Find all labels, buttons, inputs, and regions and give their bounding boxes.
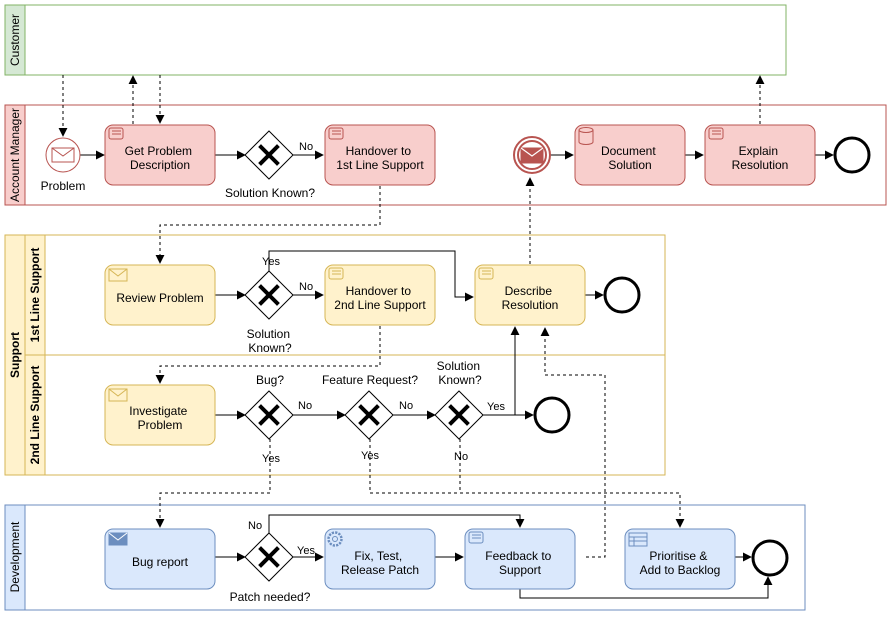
task-fix: Fix, Test, Release Patch	[324, 528, 436, 590]
msg-handover-2nd-to-investigate	[155, 326, 381, 384]
manual-task-icon	[708, 127, 724, 140]
task-feedback-label: Feedback to Support	[485, 549, 554, 577]
label-yes: Yes	[297, 545, 315, 557]
task-handover-2nd-label: Handover to 2nd Line Support	[334, 284, 426, 312]
gateway-patch-needed-label: Patch needed?	[230, 590, 311, 604]
pool-development-label: Development	[8, 521, 22, 592]
msg-feature-yes-to-prioritise	[369, 439, 685, 528]
gateway-solution-known-2nd-label: Solution Known?	[437, 359, 484, 387]
task-review-label: Review Problem	[116, 291, 203, 305]
x-icon	[358, 404, 380, 426]
message-flows	[58, 75, 765, 558]
manual-task-icon	[478, 267, 494, 280]
gateway-solution-known-1st-label: Solution Known?	[247, 327, 294, 355]
manual-task-icon	[328, 127, 344, 140]
task-handover-1st-label: Handover to 1st Line Support	[336, 144, 424, 172]
gateway-feature-request: Feature Request?	[322, 373, 418, 440]
task-feedback: Feedback to Support	[464, 528, 576, 590]
task-get-problem-label: Get Problem Description	[125, 144, 196, 172]
gateway-solution-known-am: Solution Known?	[225, 130, 315, 200]
task-investigate: Investigate Problem	[104, 384, 216, 446]
task-prioritise-label: Prioritise & Add to Backlog	[640, 549, 721, 577]
label-no: No	[399, 400, 413, 412]
task-bug-report: Bug report	[104, 528, 216, 590]
gateway-solution-known-2nd: Solution Known?	[434, 359, 484, 440]
label-no: No	[454, 451, 468, 463]
envelope-icon	[108, 268, 128, 282]
envelope-filled-icon	[108, 532, 128, 546]
task-bug-report-label: Bug report	[132, 555, 189, 569]
label-yes: Yes	[361, 450, 379, 462]
envelope-filled-icon	[520, 147, 544, 164]
envelope-icon	[51, 147, 75, 163]
task-explain: Explain Resolution	[704, 124, 816, 186]
gateway-bug-label: Bug?	[256, 373, 284, 387]
gear-icon	[327, 531, 343, 547]
start-event-problem: Problem	[41, 137, 86, 193]
pool-customer-label: Customer	[8, 14, 22, 66]
start-event-label: Problem	[41, 179, 86, 193]
msg-bug-yes-to-bug-report	[155, 439, 271, 528]
end-event-1st-line	[603, 276, 641, 314]
x-icon	[258, 284, 280, 306]
pool-account-manager-label: Account Manager	[8, 108, 22, 202]
manual-task-icon	[468, 531, 484, 544]
manual-task-icon	[108, 127, 124, 140]
task-handover-1st: Handover to 1st Line Support	[324, 124, 436, 186]
gateway-feature-request-label: Feature Request?	[322, 373, 418, 387]
end-event-development	[751, 539, 789, 577]
x-icon	[448, 404, 470, 426]
flow-gateway-yes-to-describe	[268, 250, 474, 302]
x-icon	[258, 546, 280, 568]
task-describe: Describe Resolution	[474, 264, 586, 326]
table-icon	[628, 532, 648, 547]
lane-2nd-line-label: 2nd Line Support	[28, 366, 42, 465]
flow-feedback-to-end	[519, 576, 773, 599]
x-icon	[258, 404, 280, 426]
label-no: No	[299, 281, 313, 293]
gateway-bug: Bug?	[244, 373, 294, 440]
label-no: No	[298, 400, 312, 412]
task-handover-2nd: Handover to 2nd Line Support	[324, 264, 436, 326]
pool-customer: Customer	[4, 4, 787, 76]
task-document: Document Solution	[574, 124, 686, 186]
task-review: Review Problem	[104, 264, 216, 326]
end-event-2nd-line	[533, 396, 571, 434]
flow-patch-no-to-feedback	[268, 514, 525, 533]
label-yes: Yes	[487, 401, 505, 413]
msg-handover-1st-to-review	[155, 186, 381, 264]
envelope-icon	[108, 388, 128, 402]
manual-task-icon	[328, 267, 344, 280]
pool-support-label: Support	[8, 332, 22, 378]
flow-labels: No Yes No No No Yes Yes Yes No No Yes	[248, 141, 505, 557]
end-event-am	[833, 136, 871, 174]
lane-1st-line-label: 1st Line Support	[28, 248, 42, 343]
task-describe-label: Describe Resolution	[502, 284, 559, 312]
sequence-flows	[80, 150, 834, 599]
intermediate-message-event	[513, 136, 551, 174]
label-no: No	[299, 141, 313, 153]
task-investigate-label: Investigate Problem	[129, 404, 190, 432]
task-explain-label: Explain Resolution	[732, 144, 789, 172]
x-icon	[258, 144, 280, 166]
task-prioritise: Prioritise & Add to Backlog	[624, 528, 736, 590]
label-no: No	[248, 520, 262, 532]
database-icon	[578, 127, 594, 145]
msg-feedback-to-describe	[540, 327, 606, 558]
gateway-solution-known-1st: Solution Known?	[244, 270, 294, 355]
gateway-patch-needed: Patch needed?	[230, 532, 311, 604]
task-get-problem: Get Problem Description	[104, 124, 216, 186]
label-yes: Yes	[262, 256, 280, 268]
gateway-solution-known-am-label: Solution Known?	[225, 186, 315, 200]
task-fix-label: Fix, Test, Release Patch	[341, 549, 419, 577]
task-document-label: Document Solution	[601, 144, 659, 172]
label-yes: Yes	[262, 453, 280, 465]
